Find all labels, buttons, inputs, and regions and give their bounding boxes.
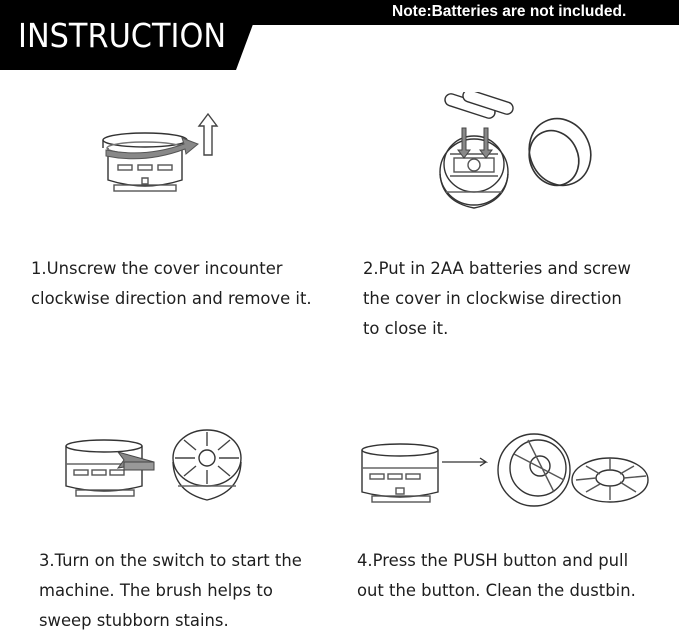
step1-illustration xyxy=(102,112,219,192)
rotate-arrow xyxy=(105,137,199,160)
page-title: INSTRUCTION xyxy=(18,16,227,55)
step-1-line-2: clockwise direction and remove it. xyxy=(31,289,312,308)
step-3-line-3: sweep stubborn stains. xyxy=(39,611,229,630)
step2-illustration xyxy=(439,92,592,209)
step-4-line-2: out the button. Clean the dustbin. xyxy=(357,581,636,600)
step-2-line-1: 2.Put in 2AA batteries and screw xyxy=(363,259,631,278)
step-4-text: 4.Press the PUSH button and pull out the… xyxy=(357,546,636,606)
dustbin-lid xyxy=(571,457,649,503)
step-4-line-1: 4.Press the PUSH button and pull xyxy=(357,551,629,570)
battery-note: Note:Batteries are not included. xyxy=(392,3,627,20)
dustbin-body xyxy=(497,433,571,507)
cover-lid xyxy=(528,117,592,187)
step-1-line-1: 1.Unscrew the cover incounter xyxy=(31,259,283,278)
batteries xyxy=(444,92,514,119)
step3-illustration xyxy=(65,429,242,501)
step-2-line-2: the cover in clockwise direction xyxy=(363,289,622,308)
brush-disc xyxy=(172,429,242,501)
step-3-text: 3.Turn on the switch to start the machin… xyxy=(39,546,302,636)
step4-illustration xyxy=(361,433,649,507)
step-1-text: 1.Unscrew the cover incounter clockwise … xyxy=(31,254,312,314)
pull-arrow xyxy=(442,457,489,467)
step-2-line-3: to close it. xyxy=(363,319,449,338)
title-block xyxy=(0,0,262,70)
step-3-line-1: 3.Turn on the switch to start the xyxy=(39,551,302,570)
lift-arrow xyxy=(197,112,219,156)
step-3-line-2: machine. The brush helps to xyxy=(39,581,273,600)
step-2-text: 2.Put in 2AA batteries and screw the cov… xyxy=(363,254,631,344)
